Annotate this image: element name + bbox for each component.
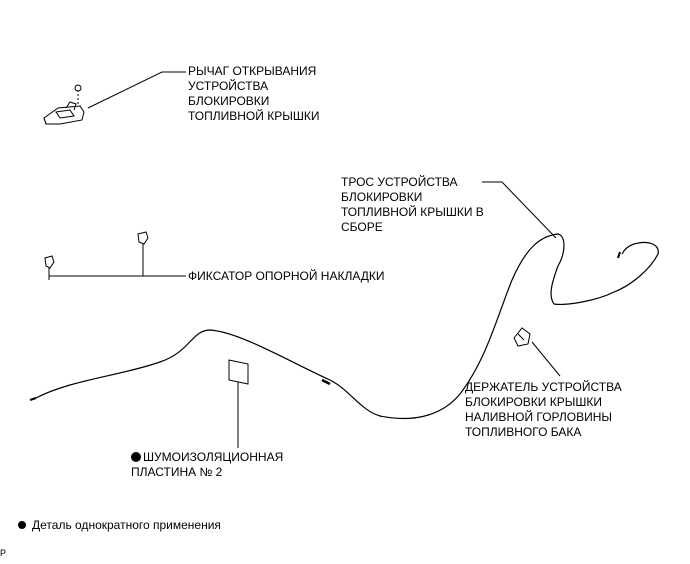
clip-label: ФИКСАТОР ОПОРНОЙ НАКЛАДКИ [188, 269, 385, 283]
cable-label: ТРОС УСТРОЙСТВА БЛОКИРОВКИ ТОПЛИВНОЙ КРЫ… [341, 175, 484, 234]
lever-leader-line [87, 71, 186, 109]
clip-leader-line [48, 275, 186, 280]
silencer-label: ШУМОИЗОЛЯЦИОННАЯ ПЛАСТИНА № 2 [131, 450, 284, 479]
holder-leader-line [531, 341, 561, 377]
corner-code: P [0, 548, 7, 558]
legend: Деталь однократного применения [18, 518, 221, 533]
one-time-use-dot-icon [131, 452, 141, 462]
legend-dot-icon [18, 521, 26, 529]
clip-part-2 [137, 231, 149, 276]
lever-label: РЫЧАГ ОТКРЫВАНИЯ УСТРОЙСТВА БЛОКИРОВКИ Т… [188, 64, 320, 123]
opener-lever-part [43, 84, 85, 125]
holder-label: ДЕРЖАТЕЛЬ УСТРОЙСТВА БЛОКИРОВКИ КРЫШКИ Н… [465, 380, 622, 439]
cable-leader-line [482, 181, 557, 239]
fuel-lid-cable [35, 233, 659, 420]
silencer-pad-part [228, 359, 249, 385]
legend-text: Деталь однократного применения [32, 518, 221, 532]
clip-part-1 [44, 255, 55, 280]
holder-part [513, 327, 531, 347]
